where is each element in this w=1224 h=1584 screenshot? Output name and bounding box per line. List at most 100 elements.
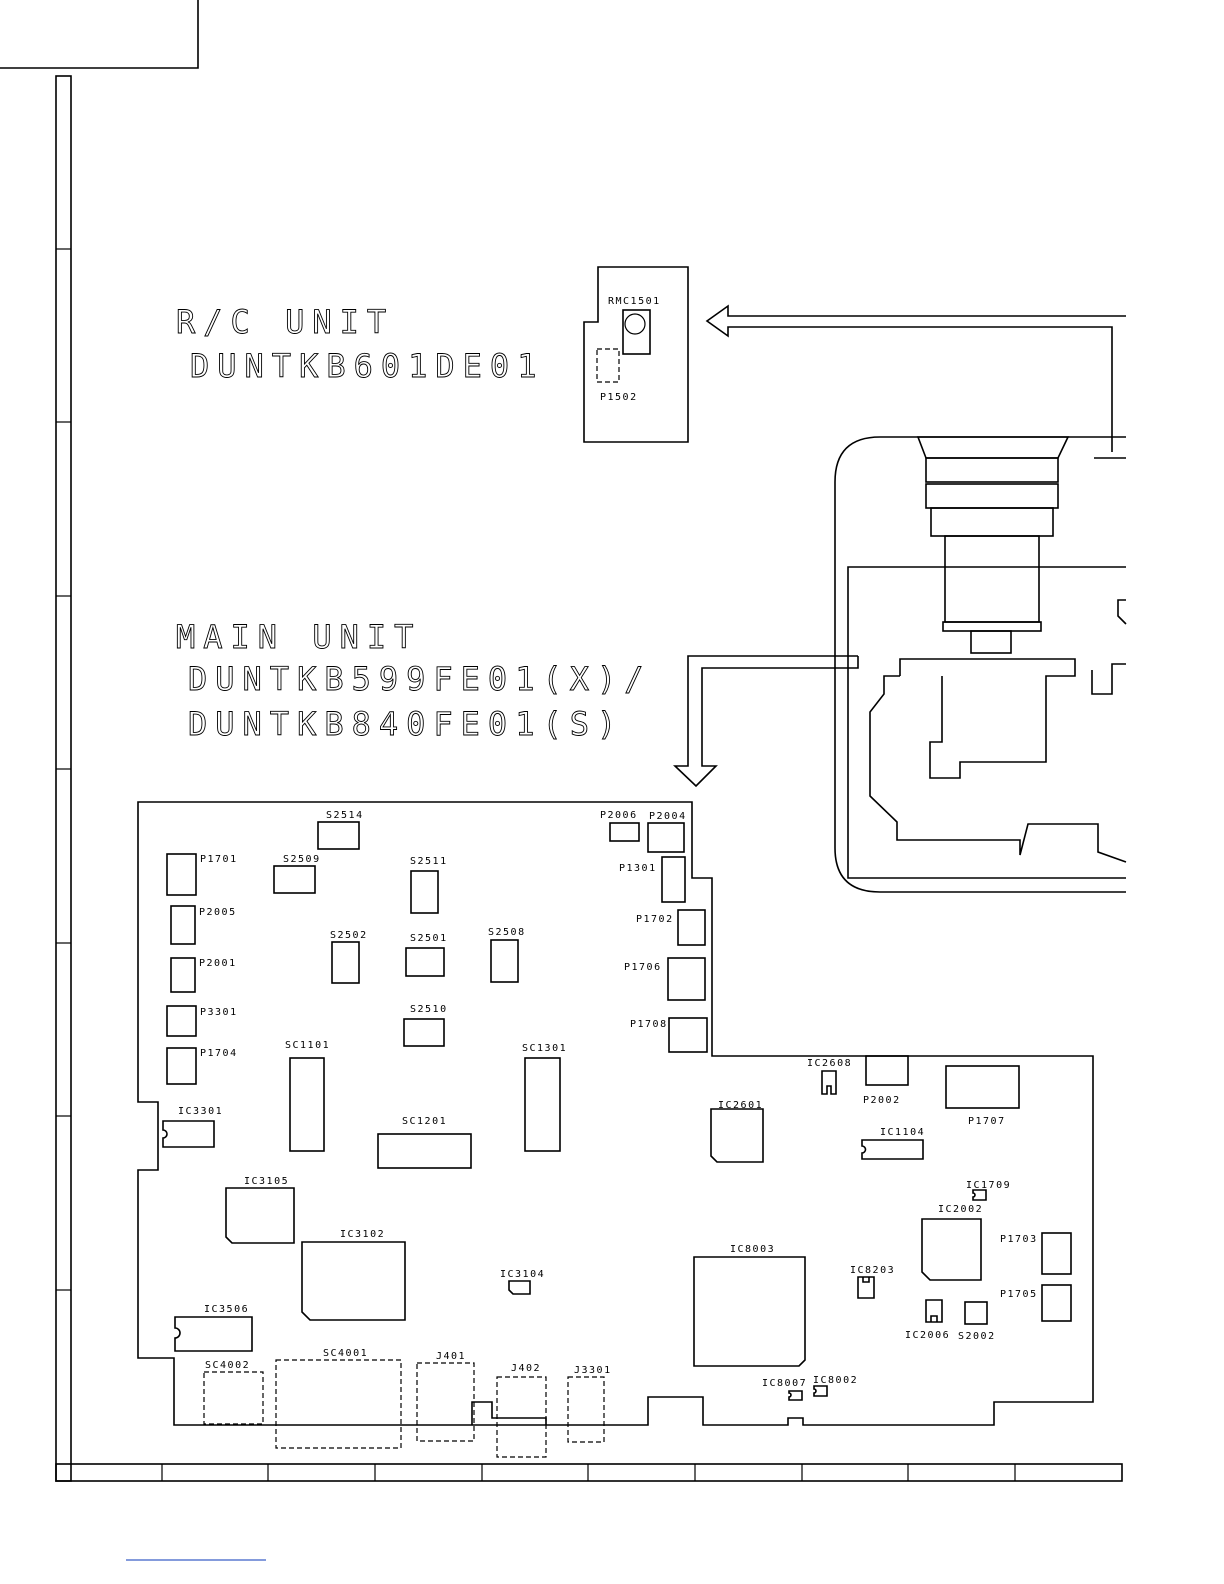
component-p1701 — [166, 853, 197, 896]
label-p2004: P2004 — [649, 811, 687, 822]
label-ic3105: IC3105 — [244, 1176, 289, 1187]
label-p1702: P1702 — [636, 914, 674, 925]
label-p1708: P1708 — [630, 1019, 668, 1030]
label-ic1104: IC1104 — [880, 1127, 925, 1138]
label-p1703: P1703 — [1000, 1234, 1038, 1245]
label-s2502: S2502 — [330, 930, 368, 941]
component-sc4001 — [275, 1359, 402, 1449]
component-ic2601 — [710, 1108, 764, 1163]
label-s2501: S2501 — [410, 933, 448, 944]
rmc1501-label: RMC1501 — [608, 296, 661, 307]
label-ic3104: IC3104 — [500, 1269, 545, 1280]
component-ic2608 — [821, 1070, 837, 1095]
component-s2502 — [331, 941, 360, 984]
label-p1705: P1705 — [1000, 1289, 1038, 1300]
label-ic8203: IC8203 — [850, 1265, 895, 1276]
component-p2001 — [170, 957, 196, 993]
label-ic3102: IC3102 — [340, 1229, 385, 1240]
component-p1702 — [677, 909, 706, 946]
label-ic2006: IC2006 — [905, 1330, 950, 1341]
label-s2508: S2508 — [488, 927, 526, 938]
label-s2509: S2509 — [283, 854, 321, 865]
component-ic3301 — [162, 1120, 215, 1148]
component-sc4002 — [203, 1371, 264, 1425]
label-ic2002: IC2002 — [938, 1204, 983, 1215]
label-ic8007: IC8007 — [762, 1378, 807, 1389]
component-ic8007 — [788, 1390, 803, 1401]
rc-unit-part-number: DUNTKB601DE01 — [190, 347, 544, 385]
label-ic3301: IC3301 — [178, 1106, 223, 1117]
label-j3301: J3301 — [574, 1365, 612, 1376]
component-p1703 — [1041, 1232, 1072, 1275]
component-ic2006 — [925, 1299, 943, 1323]
component-ic3104 — [508, 1280, 531, 1295]
label-ic8003: IC8003 — [730, 1244, 775, 1255]
component-ic8203 — [857, 1276, 875, 1299]
component-ic3102 — [301, 1241, 406, 1321]
component-ic8003 — [693, 1256, 806, 1367]
label-ic2601: IC2601 — [718, 1100, 763, 1111]
component-j402 — [496, 1376, 547, 1458]
label-p3301: P3301 — [200, 1007, 238, 1018]
component-ic8002 — [813, 1385, 828, 1397]
component-s2501 — [405, 947, 445, 977]
label-s2002: S2002 — [958, 1331, 996, 1342]
label-ic3506: IC3506 — [204, 1304, 249, 1315]
component-sc1201 — [377, 1133, 472, 1169]
component-p1705 — [1041, 1284, 1072, 1322]
component-p2005 — [170, 905, 196, 945]
component-p2006 — [609, 822, 640, 842]
main-unit-title: MAIN UNIT — [176, 618, 421, 656]
main-board-components: S2514 S2509 S2511 S2502 S2501 S2508 S251… — [162, 810, 1072, 1458]
label-p2005: P2005 — [199, 907, 237, 918]
label-p2001: P2001 — [199, 958, 237, 969]
component-s2509 — [273, 865, 316, 894]
label-s2514: S2514 — [326, 810, 364, 821]
component-s2510 — [403, 1018, 445, 1047]
component-ic3506 — [174, 1316, 253, 1352]
component-ic3105 — [225, 1187, 295, 1244]
component-j3301 — [567, 1376, 605, 1443]
component-p1706 — [667, 957, 706, 1001]
component-s2002 — [964, 1301, 988, 1325]
set-outline — [834, 436, 1127, 893]
component-s2511 — [410, 870, 439, 914]
component-ic1709 — [972, 1189, 987, 1201]
label-p2006: P2006 — [600, 810, 638, 821]
label-ic8002: IC8002 — [813, 1375, 858, 1386]
label-s2511: S2511 — [410, 856, 448, 867]
component-j401 — [416, 1362, 475, 1442]
component-p1707 — [945, 1065, 1020, 1109]
p1502-label: P1502 — [600, 392, 638, 403]
rc-unit-arrow — [705, 304, 1126, 452]
label-sc4002: SC4002 — [205, 1360, 250, 1371]
label-ic2608: IC2608 — [807, 1058, 852, 1069]
component-p3301 — [166, 1005, 197, 1037]
label-sc1301: SC1301 — [522, 1043, 567, 1054]
label-p1701: P1701 — [200, 854, 238, 865]
label-p1706: P1706 — [624, 962, 662, 973]
main-unit-arrow — [673, 655, 859, 788]
component-p1708 — [668, 1017, 708, 1053]
component-s2514 — [317, 821, 360, 850]
component-ic2002 — [921, 1218, 982, 1281]
component-sc1301 — [524, 1057, 561, 1152]
label-p1704: P1704 — [200, 1048, 238, 1059]
drawing-frame — [0, 0, 1123, 1482]
label-sc1101: SC1101 — [285, 1040, 330, 1051]
label-p2002: P2002 — [863, 1095, 901, 1106]
component-p2004 — [647, 822, 685, 853]
label-j401: J401 — [436, 1351, 466, 1362]
main-unit-part-number-x: DUNTKB599FE01(X)/ — [188, 660, 652, 698]
component-sc1101 — [289, 1057, 325, 1152]
main-unit-part-number-s: DUNTKB840FE01(S) — [188, 705, 624, 743]
component-p1301 — [661, 856, 686, 903]
label-sc1201: SC1201 — [402, 1116, 447, 1127]
label-s2510: S2510 — [410, 1004, 448, 1015]
component-p2002 — [865, 1055, 909, 1086]
rc-unit-title: R/C UNIT — [176, 303, 394, 341]
label-j402: J402 — [511, 1363, 541, 1374]
label-sc4001: SC4001 — [323, 1348, 368, 1359]
main-pcb — [137, 801, 1094, 1426]
